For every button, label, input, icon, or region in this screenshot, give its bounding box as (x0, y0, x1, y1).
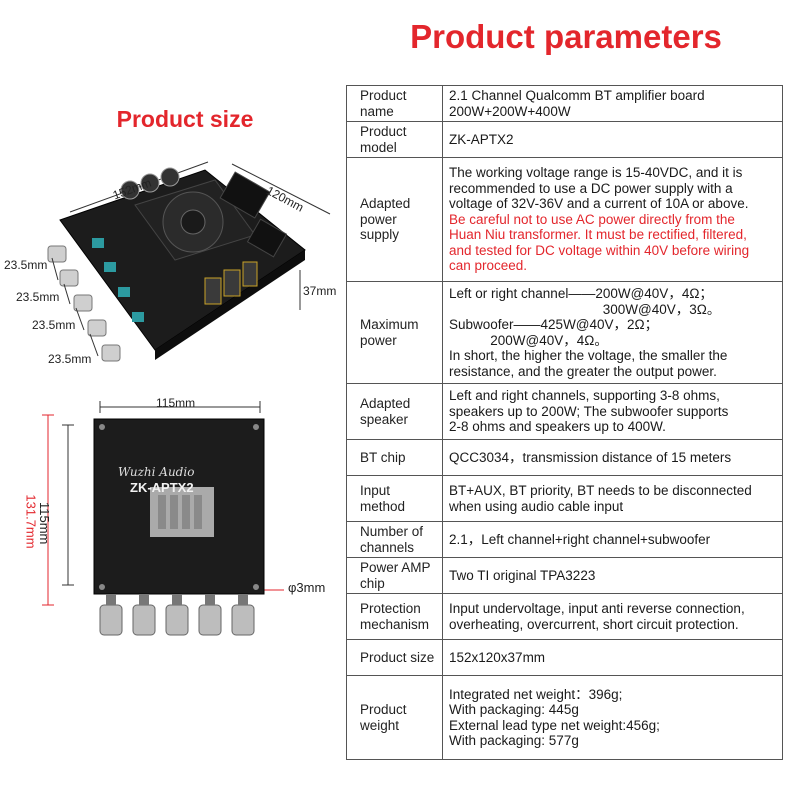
spec-value-line: overheating, overcurrent, short circuit … (449, 616, 739, 632)
board-model: ZK-APTX2 (130, 480, 194, 495)
spec-value-line: when using audio cable input (449, 498, 624, 514)
spec-value-line: recommended to use a DC power supply wit… (449, 180, 733, 196)
spec-row: Product model ZK-APTX2 (346, 121, 783, 158)
spec-value: BT+AUX, BT priority, BT needs to be disc… (442, 475, 783, 522)
params-title: Product parameters (410, 18, 722, 55)
spec-row: Power AMP chip Two TI original TPA3223 (346, 557, 783, 594)
spec-value-line: speakers up to 200W; The subwoofer suppo… (449, 403, 729, 419)
spec-value: 2.1，Left channel+right channel+subwoofer (442, 521, 783, 558)
spec-label: Power AMP chip (346, 557, 443, 594)
spec-value-line: Left and right channels, supporting 3-8 … (449, 388, 720, 404)
spec-value-line: QCC3034，transmission distance of 15 mete… (449, 449, 732, 465)
spec-label: Number of channels (346, 521, 443, 558)
spec-value-line: 152x120x37mm (449, 649, 546, 665)
spec-value-line: 2.1，Left channel+right channel+subwoofer (449, 531, 711, 547)
spec-label: Input method (346, 475, 443, 522)
board-bottom-view (42, 401, 284, 636)
spec-value-line: Integrated net weight：396g; (449, 686, 623, 702)
spec-label: Adapted speaker (346, 383, 443, 440)
spec-value: The working voltage range is 15-40VDC, a… (442, 157, 783, 282)
spec-value-line: voltage of 32V-36V and a current of 10A … (449, 196, 749, 212)
spec-value: ZK-APTX2 (442, 121, 783, 158)
spec-value-line: Left or right channel——200W@40V，4Ω； (449, 286, 713, 301)
bottom-width-dim: 115mm (156, 396, 196, 410)
spec-value: Left and right channels, supporting 3-8 … (442, 383, 783, 440)
spec-row: Product size 152x120x37mm (346, 639, 783, 676)
spec-warning-line: Huan Niu transformer. It must be rectifi… (449, 227, 747, 243)
spec-value-line: ZK-APTX2 (449, 131, 514, 147)
spec-value-line: External lead type net weight:456g; (449, 717, 660, 733)
bottom-height-inner-dim: 115mm (37, 502, 52, 545)
board-top-view (47, 161, 331, 362)
spec-value-line: BT+AUX, BT priority, BT needs to be disc… (449, 483, 752, 498)
spec-value-line: Input undervoltage, input anti reverse c… (449, 601, 745, 616)
spec-value-line: 200W@40V，4Ω。 (449, 332, 608, 348)
knob-pitch-2: 23.5mm (16, 290, 60, 304)
board-brand: Wuzhi Audio (118, 465, 195, 479)
spec-label: Protection mechanism (346, 593, 443, 640)
spec-label: Product name (346, 85, 443, 122)
spec-row: Adapted speaker Left and right channels, … (346, 383, 783, 440)
spec-label: Adapted power supply (346, 157, 443, 282)
knob-pitch-4: 23.5mm (48, 352, 92, 366)
spec-value-line: 300W@40V，3Ω。 (449, 301, 721, 317)
spec-label: Product size (346, 639, 443, 676)
spec-label: BT chip (346, 439, 443, 476)
spec-row: Protection mechanism Input undervoltage, … (346, 593, 783, 640)
spec-warning-line: can proceed. (449, 258, 528, 274)
spec-label: Product weight (346, 675, 443, 760)
spec-warning-line: Be careful not to use AC power directly … (449, 211, 735, 227)
height-dim: 37mm (303, 284, 337, 298)
spec-row: BT chip QCC3034，transmission distance of … (346, 439, 783, 476)
spec-value: Two TI original TPA3223 (442, 557, 783, 594)
spec-value-line: 200W+200W+400W (449, 103, 571, 119)
spec-value: QCC3034，transmission distance of 15 mete… (442, 439, 783, 476)
spec-label: Product model (346, 121, 443, 158)
knob-pitch-1: 23.5mm (4, 258, 48, 272)
spec-value-line: resistance, and the greater the output p… (449, 363, 717, 379)
spec-value-line: 2.1 Channel Qualcomm BT amplifier board (449, 88, 705, 103)
knob-pitch-3: 23.5mm (32, 318, 76, 332)
spec-row: Input method BT+AUX, BT priority, BT need… (346, 475, 783, 522)
hole-dim: φ3mm (288, 580, 326, 595)
spec-label: Maximum power (346, 281, 443, 384)
spec-value-line: The working voltage range is 15-40VDC, a… (449, 165, 743, 181)
spec-row: Adapted power supply The working voltage … (346, 157, 783, 282)
spec-value-line: In short, the higher the voltage, the sm… (449, 348, 728, 363)
spec-row: Number of channels 2.1，Left channel+right… (346, 521, 783, 558)
spec-warning-line: and tested for DC voltage within 40V bef… (449, 242, 750, 258)
spec-value: 152x120x37mm (442, 639, 783, 676)
spec-value-line: With packaging: 577g (449, 733, 579, 748)
spec-value-line: With packaging: 445g (449, 702, 579, 717)
spec-value: Integrated net weight：396g;With packagin… (442, 675, 783, 760)
spec-value-line: Two TI original TPA3223 (449, 567, 596, 583)
spec-value: Left or right channel——200W@40V，4Ω； 300W… (442, 281, 783, 384)
spec-value-line: Subwoofer——425W@40V，2Ω； (449, 317, 659, 332)
spec-value: Input undervoltage, input anti reverse c… (442, 593, 783, 640)
spec-value-line: 2-8 ohms and speakers up to 400W. (449, 419, 666, 435)
size-title: Product size (116, 106, 254, 132)
